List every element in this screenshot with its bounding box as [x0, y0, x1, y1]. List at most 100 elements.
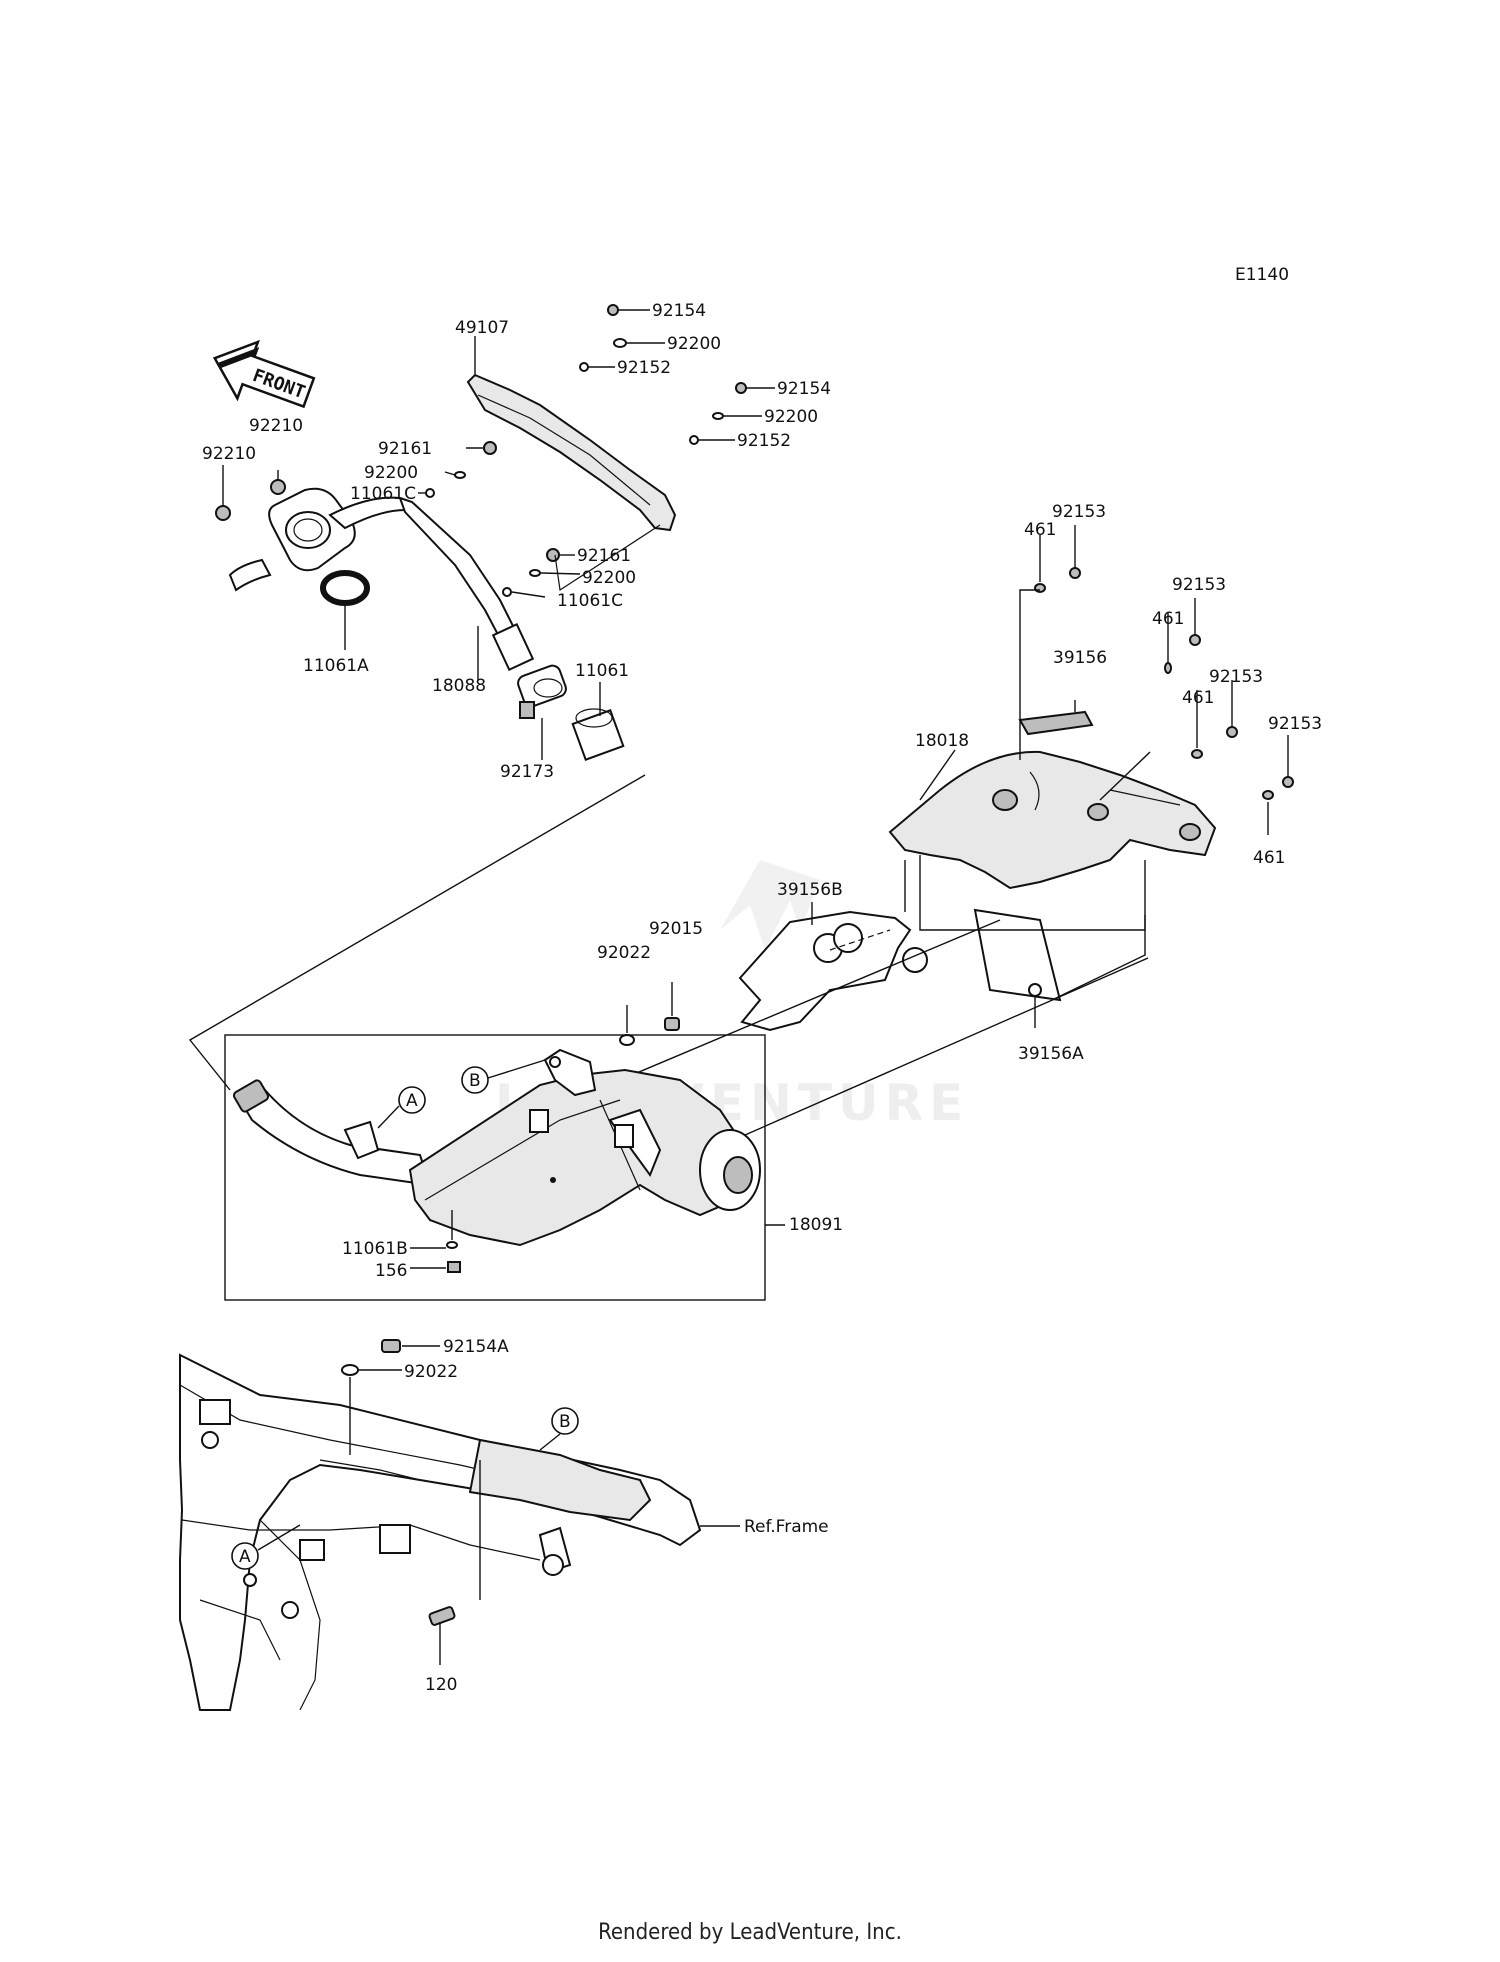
- label-11061A[interactable]: 11061A: [303, 656, 369, 676]
- label-92022-a[interactable]: 92022: [597, 943, 651, 963]
- label-92200-d[interactable]: 92200: [582, 568, 636, 588]
- label-39156B[interactable]: 39156B: [777, 880, 843, 900]
- label-11061C-b[interactable]: 11061C: [557, 591, 623, 611]
- marker-b-frame-text: B: [559, 1412, 571, 1432]
- frame: [179, 1353, 702, 1711]
- marker-a-frame-text: A: [239, 1547, 251, 1567]
- bolt-92153-a[interactable]: [1069, 567, 1081, 579]
- washer-461-b[interactable]: [1164, 662, 1172, 674]
- label-11061C-a[interactable]: 11061C: [350, 484, 416, 504]
- washer-92022-a[interactable]: [619, 1034, 635, 1046]
- label-92200-a[interactable]: 92200: [667, 334, 721, 354]
- label-92153-c[interactable]: 92153: [1209, 667, 1263, 687]
- label-92153-d[interactable]: 92153: [1268, 714, 1322, 734]
- bracket-a: [343, 1120, 380, 1160]
- washer-461-a[interactable]: [1034, 583, 1046, 593]
- label-92152-a[interactable]: 92152: [617, 358, 671, 378]
- footer-credit: Rendered by LeadVenture, Inc.: [598, 1920, 902, 1945]
- collar-92161-a[interactable]: [483, 441, 497, 455]
- washer-92200-a[interactable]: [454, 471, 466, 479]
- washer-92200-d[interactable]: [712, 412, 724, 420]
- label-461-d[interactable]: 461: [1253, 848, 1285, 868]
- label-92173[interactable]: 92173: [500, 762, 554, 782]
- label-92153-b[interactable]: 92153: [1172, 575, 1226, 595]
- label-49107[interactable]: 49107: [455, 318, 509, 338]
- nut-92210-a[interactable]: [215, 505, 231, 521]
- nut-92210-b[interactable]: [270, 479, 286, 495]
- marker-b: [461, 1066, 489, 1094]
- nut-92015[interactable]: [664, 1017, 680, 1031]
- mount-hole: [1179, 823, 1201, 841]
- collar-92152-b[interactable]: [689, 435, 699, 445]
- marker-a: [398, 1086, 426, 1114]
- insulator-39156A[interactable]: [973, 908, 1062, 1002]
- label-92154-a[interactable]: 92154: [652, 301, 706, 321]
- ref-frame-label: Ref.Frame: [744, 1517, 829, 1537]
- washer-92200-b[interactable]: [529, 569, 541, 577]
- label-92210-b[interactable]: 92210: [202, 444, 256, 464]
- label-92015[interactable]: 92015: [649, 919, 703, 939]
- label-156[interactable]: 156: [375, 1261, 407, 1281]
- muffler-cover-18018[interactable]: [888, 750, 1217, 890]
- pipe-cover-49107[interactable]: [466, 373, 677, 532]
- washer-461-c[interactable]: [1191, 749, 1203, 759]
- grommet-11061B[interactable]: [446, 1241, 458, 1249]
- washer-461-d[interactable]: [1262, 790, 1274, 800]
- exhaust-pipe-assembly: [215, 304, 775, 761]
- insulator-39156[interactable]: [1018, 710, 1094, 736]
- label-11061B[interactable]: 11061B: [342, 1239, 408, 1259]
- label-120[interactable]: 120: [425, 1675, 457, 1695]
- label-92200-c[interactable]: 92200: [364, 463, 418, 483]
- washer-92200-c[interactable]: [613, 338, 627, 348]
- heat-cover-assembly: [738, 525, 1294, 1032]
- label-92161-b[interactable]: 92161: [577, 546, 631, 566]
- label-92210-a[interactable]: 92210: [249, 416, 303, 436]
- label-461-c[interactable]: 461: [1182, 688, 1214, 708]
- label-461-b[interactable]: 461: [1152, 609, 1184, 629]
- bolt-92154A[interactable]: [381, 1339, 401, 1353]
- gasket-11061A[interactable]: [320, 570, 370, 606]
- bolt-92154-b[interactable]: [735, 382, 747, 394]
- front-arrow-icon: FRONT: [212, 339, 316, 409]
- diagram-code: E1140: [1235, 265, 1289, 285]
- muffler-assembly: A B: [188, 774, 1149, 1301]
- grommet-11061C-b[interactable]: [502, 587, 512, 597]
- bolt-92154-a[interactable]: [607, 304, 619, 316]
- label-39156[interactable]: 39156: [1053, 648, 1107, 668]
- label-92154-b[interactable]: 92154: [777, 379, 831, 399]
- marker-a-text: A: [406, 1091, 418, 1111]
- bolt-92153-c[interactable]: [1226, 726, 1238, 738]
- bolt-92153-b[interactable]: [1189, 634, 1201, 646]
- marker-b-frame: [551, 1407, 579, 1435]
- label-18091[interactable]: 18091: [789, 1215, 843, 1235]
- grommet-11061C-a[interactable]: [425, 488, 435, 498]
- bolt-120[interactable]: [428, 1606, 456, 1626]
- marker-a-frame: [231, 1542, 259, 1570]
- label-461-a[interactable]: 461: [1024, 520, 1056, 540]
- label-11061[interactable]: 11061: [575, 661, 629, 681]
- mount-hole: [1087, 803, 1109, 821]
- label-92022-b[interactable]: 92022: [404, 1362, 458, 1382]
- bolt-156[interactable]: [447, 1261, 461, 1273]
- gasket-11061[interactable]: [571, 708, 625, 761]
- clamp-92173[interactable]: [516, 663, 568, 719]
- mount-hole: [992, 789, 1018, 811]
- collar-92161-b[interactable]: [546, 548, 560, 562]
- label-92154A[interactable]: 92154A: [443, 1337, 509, 1357]
- label-39156A[interactable]: 39156A: [1018, 1044, 1084, 1064]
- muffler-18091[interactable]: [408, 1068, 747, 1247]
- bolt-92153-d[interactable]: [1282, 776, 1294, 788]
- label-92161-a[interactable]: 92161: [378, 439, 432, 459]
- label-92153-a[interactable]: 92153: [1052, 502, 1106, 522]
- muffler-group-box: [224, 1034, 766, 1301]
- label-92152-b[interactable]: 92152: [737, 431, 791, 451]
- marker-b-text: B: [469, 1071, 481, 1091]
- washer-92022-b[interactable]: [341, 1364, 359, 1376]
- label-18018[interactable]: 18018: [915, 731, 969, 751]
- label-18088[interactable]: 18088: [432, 676, 486, 696]
- label-92200-b[interactable]: 92200: [764, 407, 818, 427]
- part-labels: 49107 92154 92200 92152 92154 92200 9215…: [202, 301, 1322, 1695]
- insulator-39156B[interactable]: [738, 910, 912, 1032]
- collar-92152-a[interactable]: [579, 362, 589, 372]
